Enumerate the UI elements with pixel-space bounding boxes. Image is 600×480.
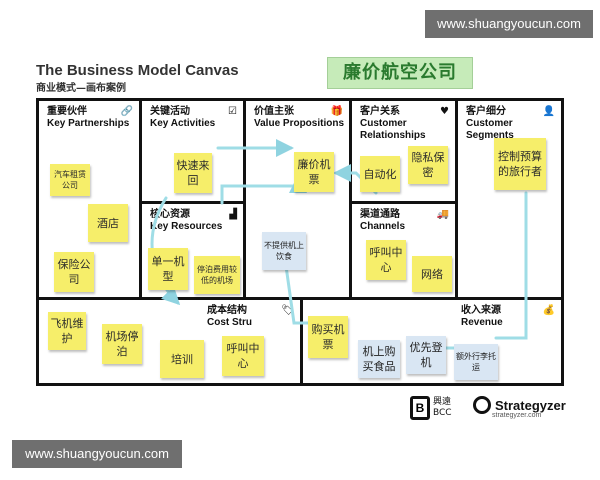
block-title-cn: 收入来源 [461,305,501,316]
block-title-cn: 客户关系 [360,106,400,117]
truck-icon: 🚚 [436,209,449,220]
sticky-note: 优先登机 [406,336,446,374]
strategyzer-logo-mark [473,396,491,414]
person-icon: 👤 [542,106,555,117]
block-title-en: Cost Stru [207,317,252,328]
block-title-cn: 客户细分 [466,106,506,117]
block-title-en: Revenue [461,317,503,328]
block-title-en: Key Resources [150,221,223,232]
sticky-note: 额外行李托运 [454,344,498,380]
sticky-note: 机上购买食品 [358,340,400,378]
canvas-title: The Business Model Canvas [36,62,239,79]
sticky-note: 廉价机票 [294,152,334,192]
block-title-cn: 价值主张 [254,106,294,117]
block-title-en: Value Propositions [254,118,345,129]
block-title-en: Customer Relationships [360,118,426,141]
heart-icon: ♥ [440,106,449,117]
strategyzer-logo: Strategyzer [473,396,566,414]
sticky-note: 停泊费用较低的机场 [194,256,240,294]
strategyzer-url: strategyzer.com [492,412,542,419]
sticky-note: 隐私保密 [408,146,448,184]
block-title-cn: 核心资源 [150,209,190,220]
gift-icon: 🎁 [330,106,343,117]
bcc-logo: B 興遠 BCC [410,396,452,420]
sticky-note: 自动化 [360,156,400,192]
sticky-note: 机场停泊 [102,324,142,364]
sticky-note: 培训 [160,340,204,378]
flow-arrow [494,191,528,340]
sticky-note: 控制预算的旅行者 [494,138,546,190]
canvas-subtitle: 商业模式—画布案例 [36,83,126,94]
block-title-en: Channels [360,221,406,232]
flow-arrow [220,175,307,205]
sticky-note: 汽车租赁公司 [50,164,90,196]
factory-icon: ▟ [229,209,237,220]
block-title-cn: 成本结构 [207,305,247,316]
watermark-top: www.shuangyoucun.com [425,10,593,38]
bcc-logo-mark: B [410,396,430,420]
bcc-logo-cn: 興遠 [433,397,452,407]
sticky-note: 购买机票 [308,316,348,358]
block-title-en: Key Activities [150,118,216,129]
block-title-cn: 渠道通路 [360,209,400,220]
bcc-logo-en: BCC [433,408,452,418]
sticky-note: 呼叫中心 [366,240,406,280]
sticky-note: 保险公司 [54,252,94,292]
flow-arrow [284,264,313,325]
checkbox-icon: ☑ [228,106,237,117]
sticky-note: 快速来回 [174,153,212,193]
money-bag-icon: 💰 [542,305,555,316]
case-title: 廉价航空公司 [327,57,473,89]
tag-icon: 🏷 [281,305,294,316]
block-title-cn: 重要伙伴 [47,106,87,117]
strategyzer-logo-text: Strategyzer [495,397,566,413]
sticky-note: 单一机型 [148,248,188,290]
block-title-en: Key Partnerships [47,118,130,129]
watermark-bottom: www.shuangyoucun.com [12,440,182,468]
link-icon: 🔗 [120,106,133,117]
sticky-note: 网络 [412,256,452,292]
sticky-note: 飞机维护 [48,312,86,350]
sticky-note: 呼叫中心 [222,336,264,376]
sticky-note: 不提供机上饮食 [262,232,306,270]
block-title-en: Customer Segments [466,118,514,141]
sticky-note: 酒店 [88,204,128,242]
block-title-cn: 关键活动 [150,106,190,117]
